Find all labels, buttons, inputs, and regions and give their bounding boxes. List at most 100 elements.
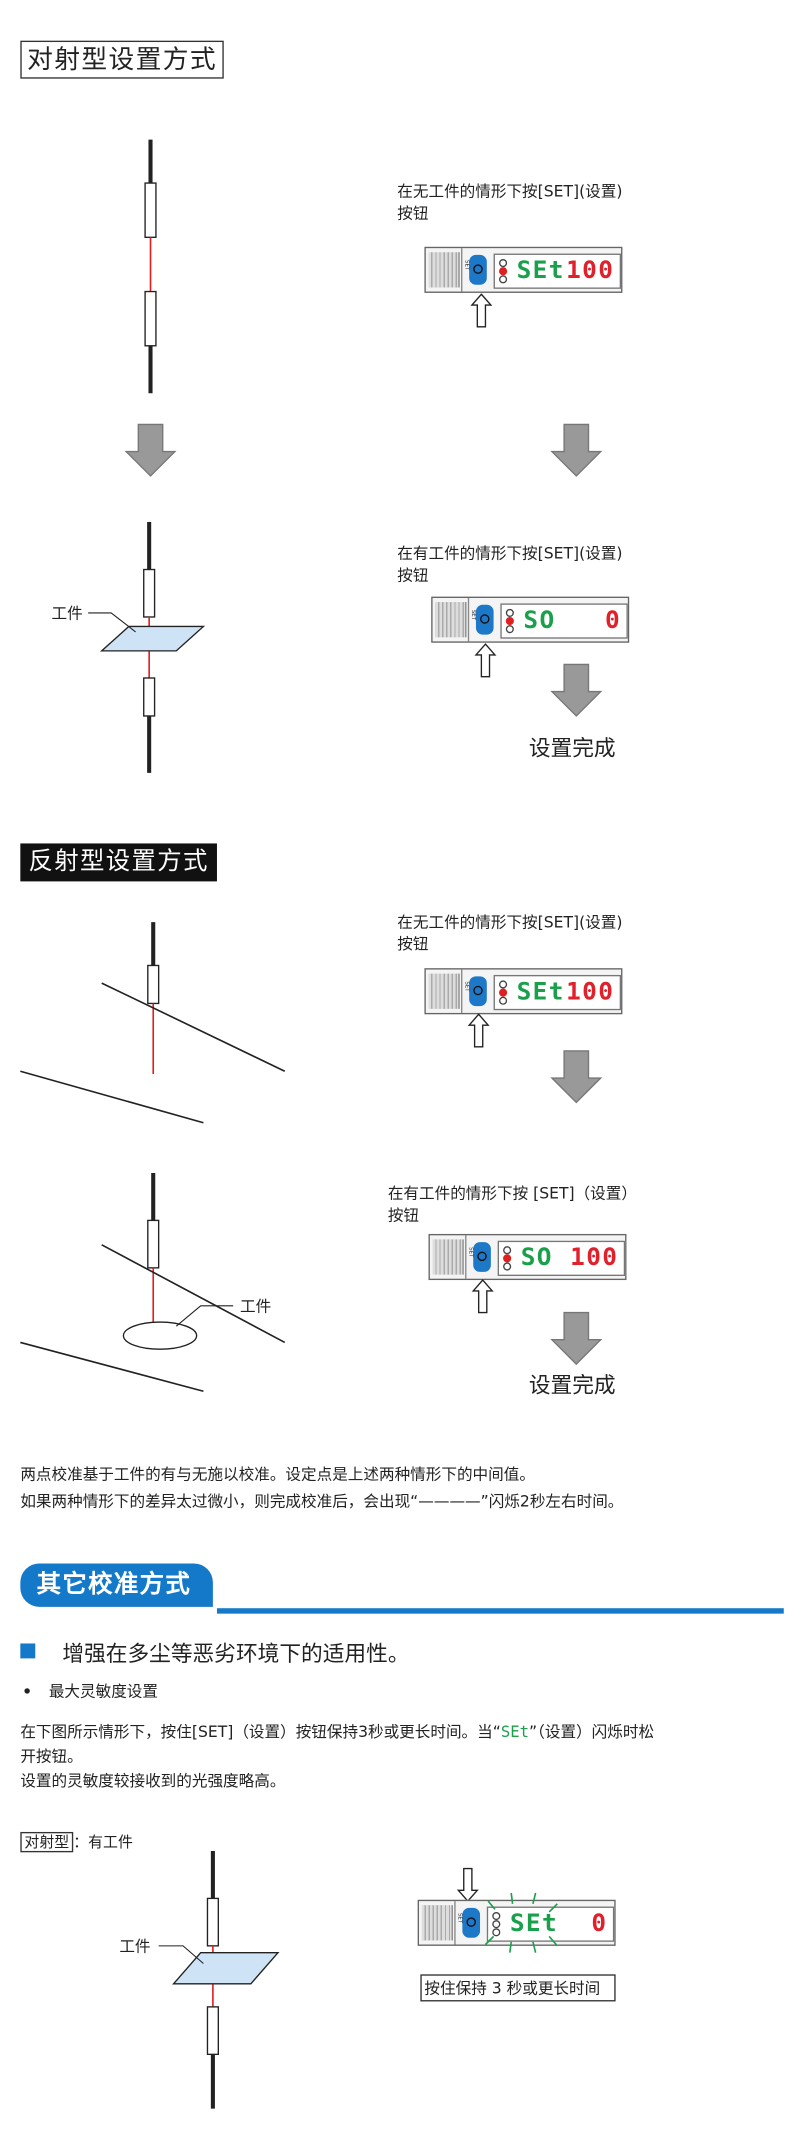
indicator-led-icon <box>499 988 508 997</box>
red-display: 0 <box>604 606 622 635</box>
bullet-item: 最大灵敏度设置 <box>48 1681 158 1701</box>
divider <box>454 1901 456 1945</box>
down-arrow-icon <box>550 1050 603 1104</box>
step-instruction: 在无工件的情形下按[SET](设置) 按钮 <box>397 911 622 954</box>
down-arrow-icon <box>550 663 603 717</box>
indicator-led-icon <box>503 1254 512 1263</box>
flashing-rays-icon <box>484 1892 558 1953</box>
down-arrow-icon <box>550 1311 603 1366</box>
mode-label-box: 对射型 <box>20 1831 74 1853</box>
note-line: 如果两种情形下的差异太过微小，则完成校准后，会出现“————”闪烁2秒左右时间。 <box>20 1491 624 1511</box>
display-panel: SEt 0 <box>486 1906 615 1942</box>
note-paragraph: 两点校准基于工件的有与无施以校准。设定点是上述两种情形下的中间值。 如果两种情形… <box>20 1460 623 1514</box>
press-arrow-icon <box>470 293 493 328</box>
indicator-led-icon <box>499 267 508 276</box>
instruction-paragraph: 在下图所示情形下，按住[SET]（设置）按钮保持3秒或更长时间。当“SEt”（设… <box>20 1719 654 1792</box>
divider <box>461 248 463 292</box>
mode-label: 对射型：有工件 <box>20 1831 133 1854</box>
through-beam-fiber-diagram-2 <box>88 522 206 773</box>
workpiece-label: 工件 <box>119 1936 151 1956</box>
connector-icon <box>435 602 467 638</box>
set-button[interactable] <box>469 254 487 285</box>
down-arrow-icon <box>550 423 603 477</box>
indicator-led-icon <box>499 996 508 1005</box>
step-text: 在无工件的情形下按[SET](设置) <box>397 181 623 201</box>
green-display: SO <box>523 606 556 635</box>
step-text: 按钮 <box>397 203 429 223</box>
step-text: 在有工件的情形下按 [SET]（设置） <box>387 1183 637 1203</box>
step-instruction: 在无工件的情形下按[SET](设置) 按钮 <box>397 180 622 223</box>
step-text: 在有工件的情形下按[SET](设置) <box>397 543 623 563</box>
indicator-led-icon <box>505 616 514 626</box>
red-display: 100 <box>566 256 615 285</box>
divider <box>461 969 463 1013</box>
instruction-line: 设置的灵敏度较接收到的光强度略高。 <box>20 1770 286 1790</box>
text: ”（设置）闪烁时松 <box>529 1722 655 1742</box>
press-arrow-icon <box>456 1867 479 1903</box>
indicator-led-icon <box>505 608 514 617</box>
set-button[interactable] <box>475 604 494 635</box>
set-button[interactable] <box>469 976 487 1007</box>
red-display: 100 <box>570 1243 619 1272</box>
square-bullet-icon <box>20 1643 36 1659</box>
bullet-dot-icon <box>24 1688 30 1694</box>
divider <box>467 597 470 642</box>
indicator-led-icon <box>499 275 508 284</box>
step-text: 按钮 <box>397 934 429 954</box>
indicator-led-icon <box>499 980 508 989</box>
section-title-reflective: 反射型设置方式 <box>20 843 217 882</box>
indicator-led-icon <box>499 258 508 268</box>
text: 在下图所示情形下，按住[SET]（设置）按钮保持3秒或更长时间。当“ <box>20 1722 501 1742</box>
indicator-led-icon <box>503 1262 512 1271</box>
press-arrow-icon <box>471 1279 494 1314</box>
set-display-text: SEt <box>500 1722 530 1742</box>
workpiece-label: 工件 <box>51 603 83 623</box>
instruction-line: 开按钮。 <box>20 1746 83 1766</box>
through-beam-fiber-diagram-1 <box>144 139 157 394</box>
section-header-rule <box>216 1608 784 1614</box>
indicator-led-icon <box>505 625 514 634</box>
indicator-led-icon <box>492 1920 501 1929</box>
section-header-other-calibration: 其它校准方式 <box>20 1563 213 1607</box>
subheading: 增强在多尘等恶劣环境下的适用性。 <box>62 1640 410 1667</box>
step-instruction: 在有工件的情形下按[SET](设置) 按钮 <box>397 542 622 585</box>
hold-caption: 按住保持 3 秒或更长时间 <box>420 1974 616 2002</box>
connector-icon <box>432 1239 464 1275</box>
setup-complete-text: 设置完成 <box>528 734 616 761</box>
press-arrow-icon <box>467 1013 490 1048</box>
setup-complete-text: 设置完成 <box>528 1372 616 1399</box>
section-title-through-beam: 对射型设置方式 <box>20 40 224 79</box>
red-display: 100 <box>566 977 615 1007</box>
connector-icon <box>428 973 460 1009</box>
down-arrow-icon <box>124 423 177 477</box>
display-panel: SO 100 <box>497 1240 626 1276</box>
display-panel: SO 0 <box>500 603 628 639</box>
set-button[interactable] <box>462 1907 481 1938</box>
step-text: 按钮 <box>397 565 429 585</box>
press-arrow-icon <box>474 643 497 678</box>
green-display: SEt <box>516 977 565 1007</box>
indicator-led-icon <box>492 1911 501 1921</box>
green-display: SO <box>520 1243 553 1272</box>
mode-suffix: ：有工件 <box>73 1833 133 1851</box>
reflective-fiber-diagram-2 <box>20 1172 286 1393</box>
reflective-fiber-diagram-1 <box>20 922 286 1124</box>
green-display: SEt <box>509 1909 559 1938</box>
green-display: SEt <box>516 256 565 285</box>
connector-icon <box>421 1905 453 1941</box>
red-display: 0 <box>591 1909 608 1938</box>
set-button[interactable] <box>473 1242 491 1272</box>
instruction-line: 在下图所示情形下，按住[SET]（设置）按钮保持3秒或更长时间。当“SEt”（设… <box>20 1719 654 1743</box>
step-text: 在无工件的情形下按[SET](设置) <box>397 912 623 932</box>
indicator-led-icon <box>503 1246 512 1255</box>
indicator-led-icon <box>492 1928 501 1937</box>
note-line: 两点校准基于工件的有与无施以校准。设定点是上述两种情形下的中间值。 <box>20 1464 535 1484</box>
